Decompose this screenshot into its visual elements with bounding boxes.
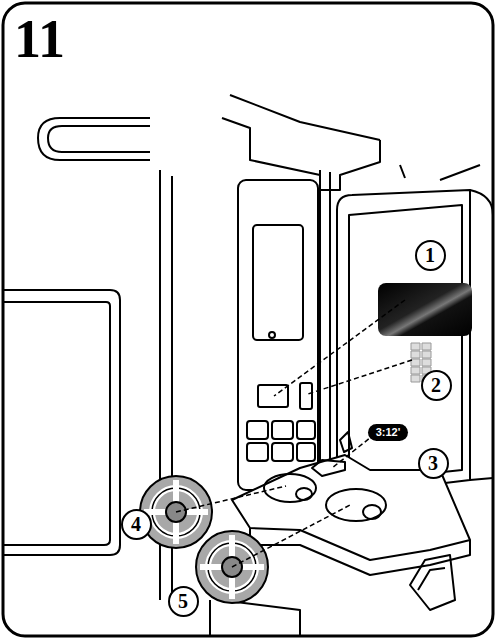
pillar [320, 170, 330, 500]
clock-sticker: 3:12' [368, 424, 409, 441]
illustration-part [274, 300, 405, 396]
handle-loop [38, 118, 150, 160]
roof-line [400, 165, 480, 180]
callout-number: 2 [421, 370, 452, 401]
illustration-part [166, 502, 186, 522]
left-window [3, 302, 110, 545]
callout-text: 5 [178, 590, 188, 613]
dial [326, 489, 386, 521]
lever [410, 555, 455, 610]
window-frame [470, 190, 493, 480]
clock-mount [312, 460, 345, 476]
illustration-part [272, 443, 293, 461]
illustration-part [232, 504, 352, 567]
button-grid [247, 421, 315, 461]
illustration-part [411, 375, 420, 382]
illustration-part [411, 343, 420, 350]
illustration-part [140, 476, 212, 548]
handle-loop [48, 126, 150, 152]
illustration-part [247, 421, 268, 439]
illustration-part [422, 359, 431, 366]
target-sticker [140, 476, 212, 548]
callout-number: 5 [168, 586, 199, 617]
dial [264, 474, 316, 502]
callout-number: 1 [415, 240, 446, 271]
callout-text: 1 [425, 244, 435, 267]
panel-screen [253, 225, 303, 340]
left-window [3, 290, 120, 555]
callout-text: 2 [431, 374, 441, 397]
callout-text: 3 [428, 452, 438, 475]
illustration-part [411, 351, 420, 358]
illustration-part [297, 443, 315, 461]
illustration-part [247, 443, 268, 461]
illustration-part [411, 367, 420, 374]
illustration-part [422, 351, 431, 358]
illustration-part [144, 480, 208, 544]
illustration-part [411, 359, 420, 366]
roof-line [230, 95, 380, 140]
dashboard-edge [250, 528, 470, 575]
control-panel [238, 180, 318, 490]
panel-dot [269, 332, 275, 338]
switch [340, 432, 352, 452]
step-number: 11 [14, 12, 65, 66]
seat-edge [210, 600, 300, 636]
dial-knob [296, 488, 312, 500]
illustration-part [308, 360, 412, 394]
frame-border [3, 3, 493, 636]
clock-text: 3:12' [376, 426, 401, 438]
right-window [337, 190, 470, 495]
illustration-part [422, 343, 431, 350]
callout-number: 4 [121, 509, 152, 540]
dial-knob [363, 505, 381, 519]
illustration-part [332, 434, 375, 468]
sticker-slot [258, 385, 288, 407]
illustration-part [176, 486, 286, 512]
illustration-part [297, 421, 315, 439]
keypad-slot [300, 383, 312, 409]
callout-number: 3 [418, 448, 449, 479]
leader-line [176, 300, 412, 567]
illustration-part [272, 421, 293, 439]
callout-text: 4 [131, 513, 141, 536]
